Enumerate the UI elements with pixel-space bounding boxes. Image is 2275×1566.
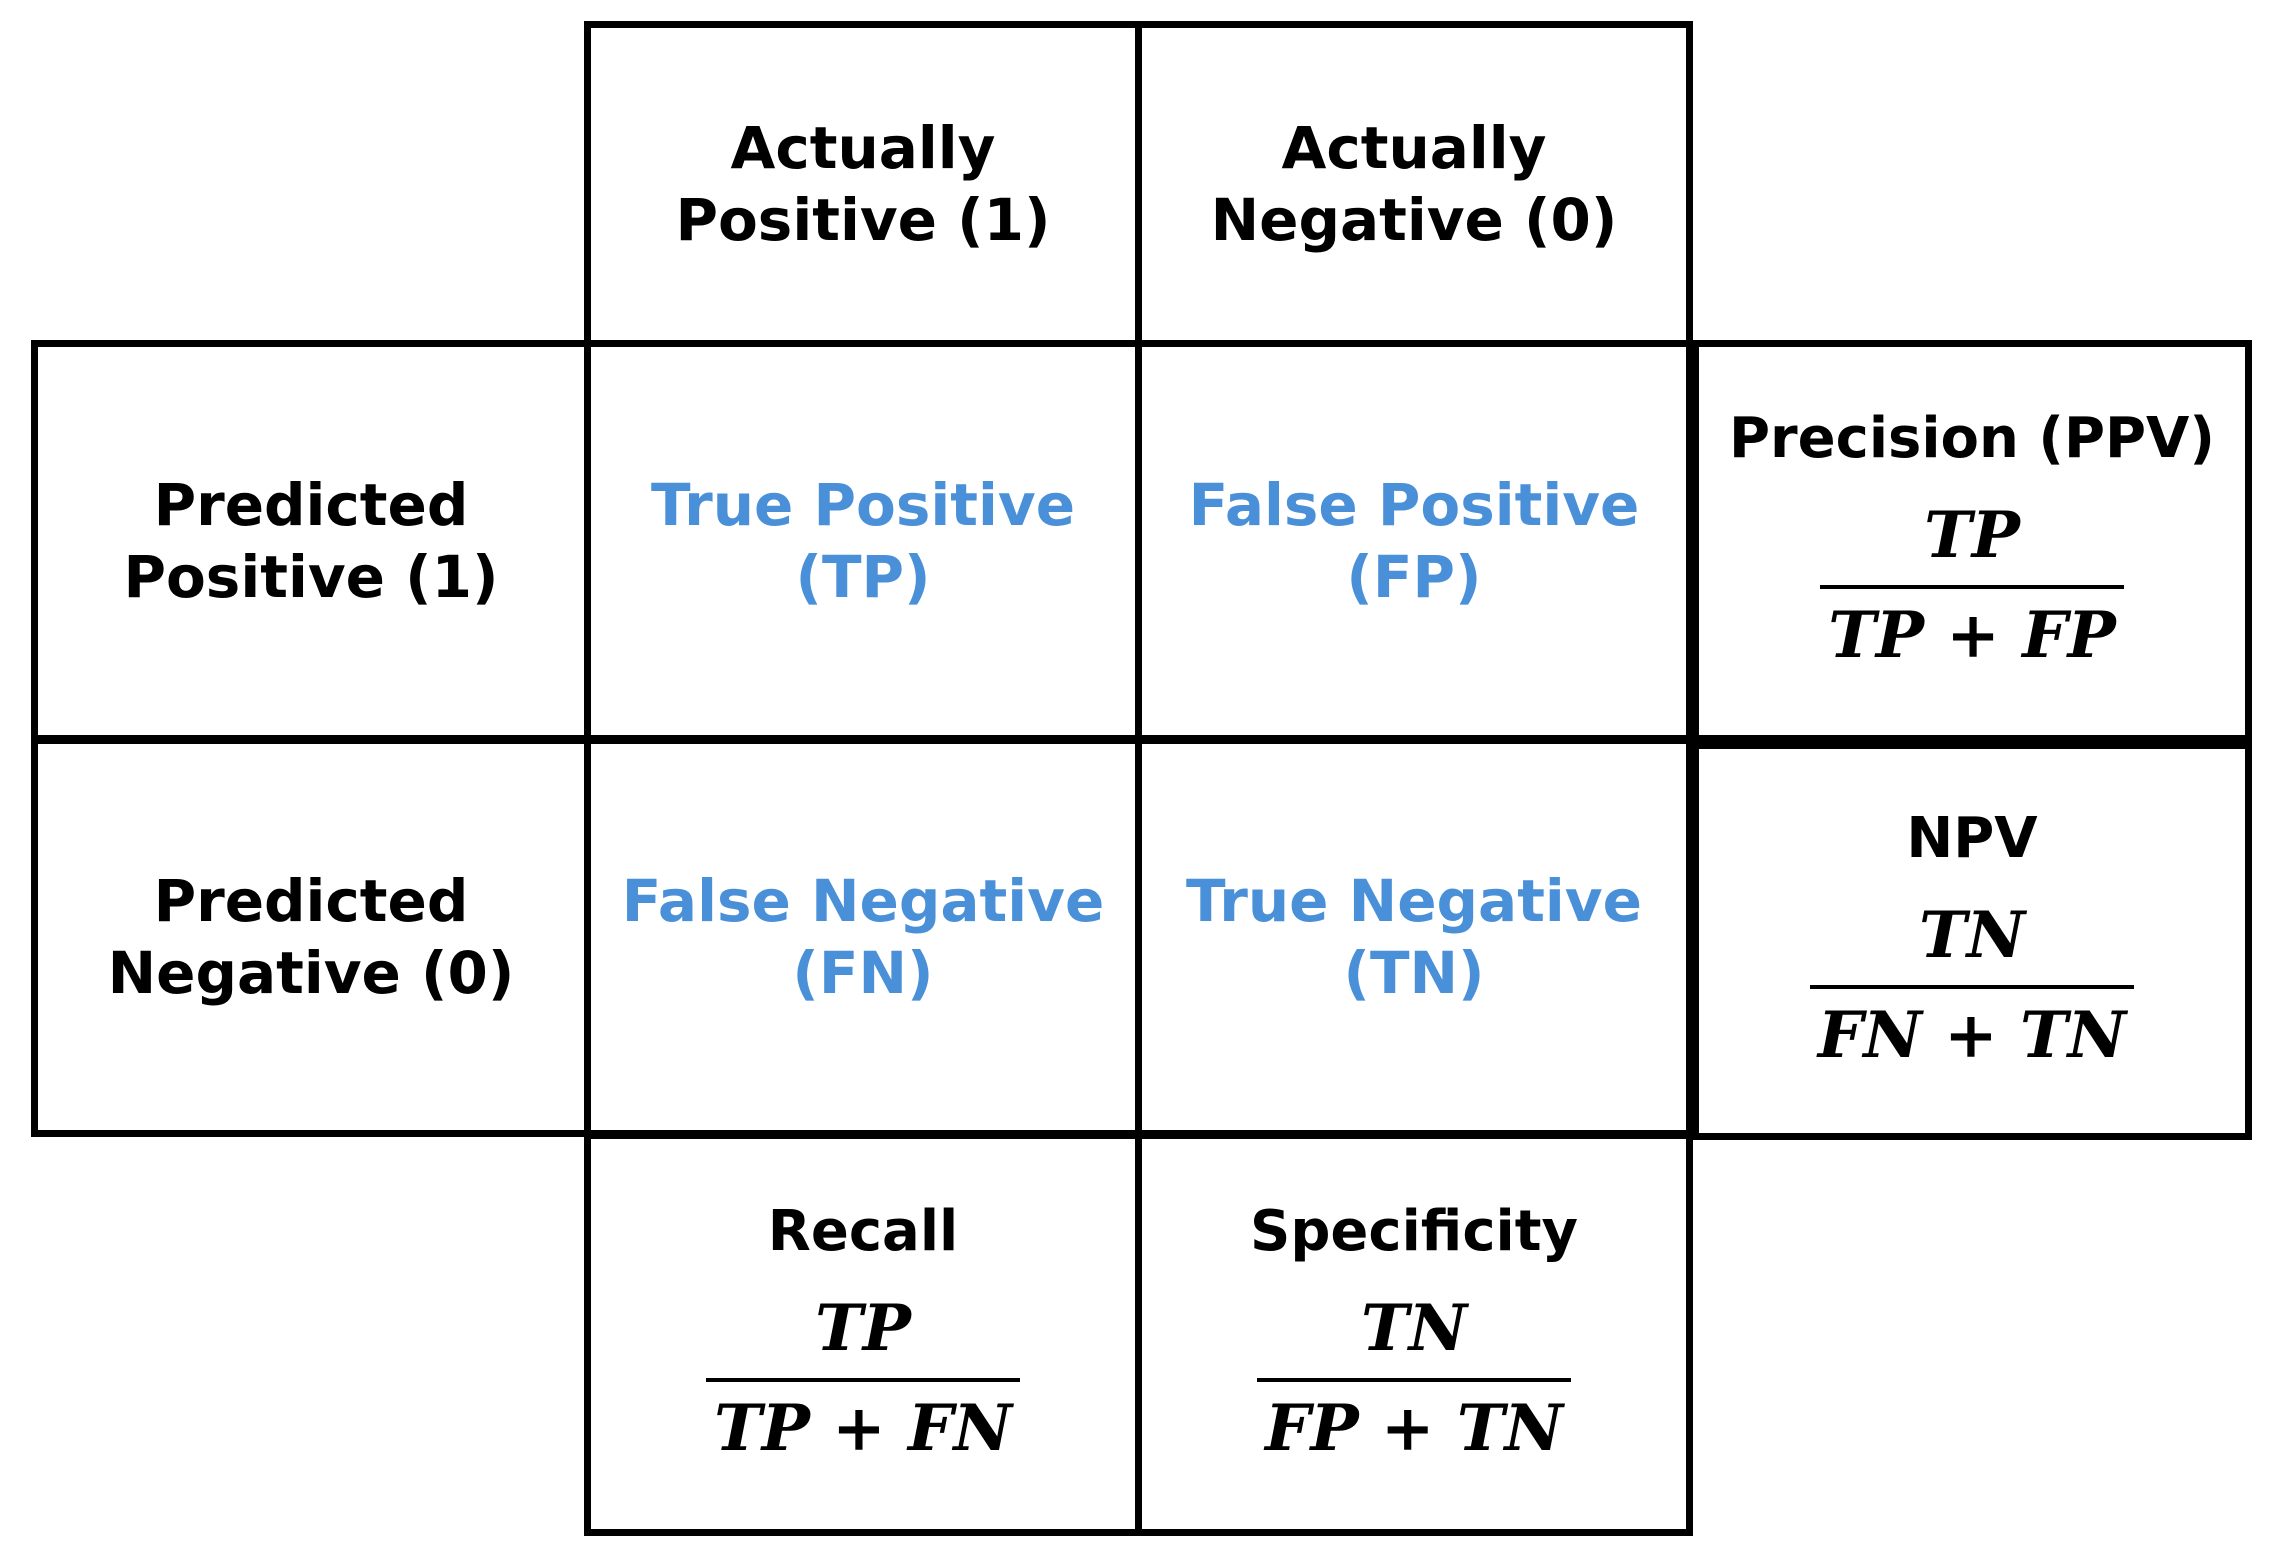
header-label: Actually Positive (1) bbox=[675, 112, 1050, 256]
outcome-line: (TN) bbox=[1343, 939, 1485, 1007]
row-label-predicted-positive: Predicted Positive (1) bbox=[31, 340, 591, 742]
fraction-bar bbox=[1809, 985, 2135, 989]
formula-numerator: TP bbox=[1924, 498, 2020, 573]
row-label-line: Predicted bbox=[153, 867, 469, 935]
outcome-line: (FP) bbox=[1346, 543, 1482, 611]
metric-name: Precision (PPV) bbox=[1728, 406, 2215, 471]
outcome-line: False Negative bbox=[621, 867, 1105, 935]
formula-denominator: TP + FN bbox=[714, 1391, 1012, 1466]
metric-name: NPV bbox=[1906, 806, 2038, 871]
formula-denominator: FP + TN bbox=[1265, 1391, 1563, 1466]
formula-numerator: TN bbox=[1360, 1291, 1468, 1366]
header-label-line: Actually bbox=[730, 114, 996, 182]
outcome-text: True Negative (TN) bbox=[1186, 865, 1642, 1009]
formula-denominator: FN + TN bbox=[1817, 998, 2127, 1073]
metric-name: Recall bbox=[767, 1199, 959, 1264]
row-label-predicted-negative: Predicted Negative (0) bbox=[31, 737, 591, 1137]
formula-fraction: TN FP + TN bbox=[1257, 1290, 1571, 1468]
formula-denominator: TP + FP bbox=[1828, 598, 2116, 673]
header-label: Actually Negative (0) bbox=[1211, 112, 1618, 256]
cell-true-positive: True Positive (TP) bbox=[584, 340, 1142, 742]
cell-false-negative: False Negative (FN) bbox=[584, 737, 1142, 1137]
header-label-line: Negative (0) bbox=[1210, 186, 1618, 254]
outcome-line: (FN) bbox=[792, 939, 934, 1007]
outcome-line: (TP) bbox=[795, 543, 931, 611]
formula-fraction: TP TP + FN bbox=[706, 1290, 1020, 1468]
fraction-bar bbox=[1820, 585, 2124, 589]
formula-fraction: TP TP + FP bbox=[1820, 497, 2124, 675]
metric-precision: Precision (PPV) TP TP + FP bbox=[1692, 340, 2252, 742]
outcome-line: False Positive bbox=[1188, 471, 1640, 539]
metric-name: Specificity bbox=[1250, 1199, 1578, 1264]
header-actually-negative: Actually Negative (0) bbox=[1135, 21, 1693, 347]
fraction-bar bbox=[706, 1378, 1020, 1382]
metric-recall: Recall TP TP + FN bbox=[584, 1132, 1142, 1536]
metric-npv: NPV TN FN + TN bbox=[1692, 742, 2252, 1140]
formula-fraction: TN FN + TN bbox=[1809, 897, 2135, 1075]
outcome-text: True Positive (TP) bbox=[651, 469, 1075, 613]
header-actually-positive: Actually Positive (1) bbox=[584, 21, 1142, 347]
header-label-line: Positive (1) bbox=[675, 186, 1051, 254]
metric-specificity: Specificity TN FP + TN bbox=[1135, 1132, 1693, 1536]
row-label: Predicted Negative (0) bbox=[108, 865, 515, 1009]
outcome-line: True Positive bbox=[650, 471, 1076, 539]
formula-numerator: TN bbox=[1918, 898, 2026, 973]
row-label-line: Positive (1) bbox=[123, 543, 499, 611]
header-label-line: Actually bbox=[1281, 114, 1547, 182]
outcome-text: False Positive (FP) bbox=[1189, 469, 1640, 613]
cell-true-negative: True Negative (TN) bbox=[1135, 737, 1693, 1137]
outcome-line: True Negative bbox=[1186, 867, 1642, 935]
outcome-text: False Negative (FN) bbox=[622, 865, 1105, 1009]
cell-false-positive: False Positive (FP) bbox=[1135, 340, 1693, 742]
formula-numerator: TP bbox=[815, 1291, 911, 1366]
row-label-line: Negative (0) bbox=[107, 939, 515, 1007]
row-label: Predicted Positive (1) bbox=[123, 469, 498, 613]
fraction-bar bbox=[1257, 1378, 1571, 1382]
row-label-line: Predicted bbox=[153, 471, 469, 539]
